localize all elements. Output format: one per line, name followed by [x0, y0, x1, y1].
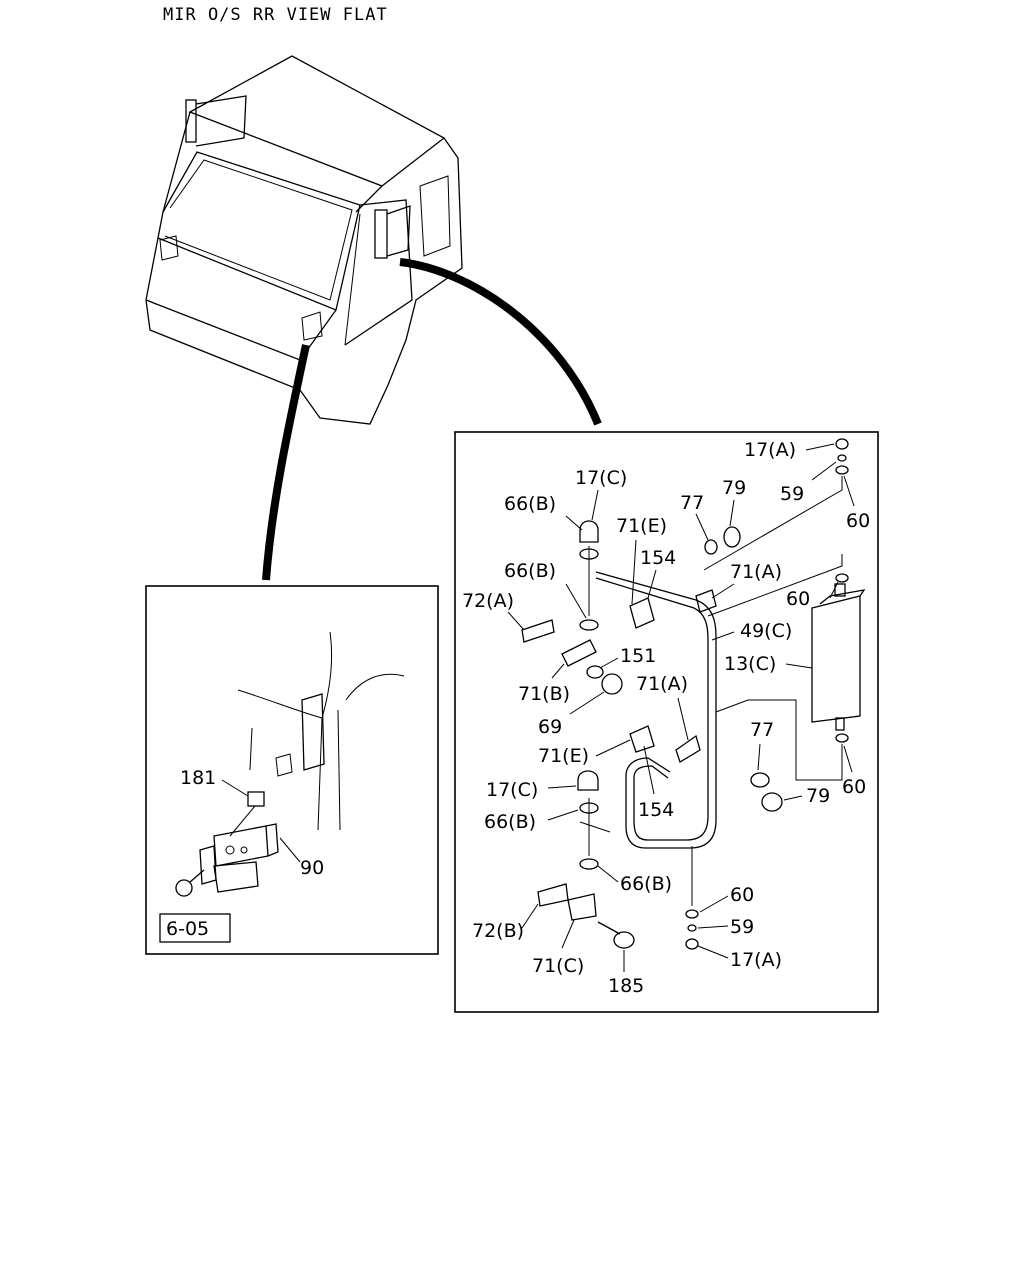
part-label: 17(A)	[744, 439, 796, 461]
part-label: 71(A)	[636, 673, 688, 695]
part-label: 77	[750, 719, 774, 741]
diagram-title: MIR O/S RR VIEW FLAT	[163, 5, 388, 25]
reference-box	[159, 913, 231, 943]
part-label: 17(C)	[486, 779, 538, 801]
part-label: 72(B)	[472, 920, 524, 942]
part-label: 60	[842, 776, 866, 798]
reference-box-label: 6-05	[166, 918, 209, 940]
part-label: 154	[638, 799, 674, 821]
inset-right	[454, 431, 879, 1013]
part-label: 66(B)	[484, 811, 536, 833]
leader-arc-right	[399, 258, 602, 426]
part-label: 66(B)	[504, 560, 556, 582]
part-label: 79	[722, 477, 746, 499]
part-label: 60	[786, 588, 810, 610]
part-label: 17(A)	[730, 949, 782, 971]
inset-left	[145, 585, 439, 955]
part-label: 71(E)	[538, 745, 589, 767]
part-label: 77	[680, 492, 704, 514]
truck-cab-drawing	[145, 55, 463, 425]
part-label: 49(C)	[740, 620, 792, 642]
inset-left-label: 181	[180, 767, 216, 789]
part-label: 71(B)	[518, 683, 570, 705]
part-label: 17(C)	[575, 467, 627, 489]
part-label: 66(B)	[504, 493, 556, 515]
part-label: 59	[730, 916, 754, 938]
part-label: 72(A)	[462, 590, 514, 612]
leader-arc-left	[262, 344, 310, 581]
part-label: 151	[620, 645, 656, 667]
part-label: 59	[780, 483, 804, 505]
part-label: 13(C)	[724, 653, 776, 675]
part-label: 66(B)	[620, 873, 672, 895]
part-label: 71(C)	[532, 955, 584, 977]
part-label: 60	[846, 510, 870, 532]
part-label: 71(A)	[730, 561, 782, 583]
part-label: 60	[730, 884, 754, 906]
label-leaders	[507, 443, 855, 972]
part-label: 79	[806, 785, 830, 807]
part-label: 185	[608, 975, 644, 997]
part-label: 69	[538, 716, 562, 738]
part-label: 71(E)	[616, 515, 667, 537]
inset-left-label: 90	[300, 857, 324, 879]
part-label: 154	[640, 547, 676, 569]
